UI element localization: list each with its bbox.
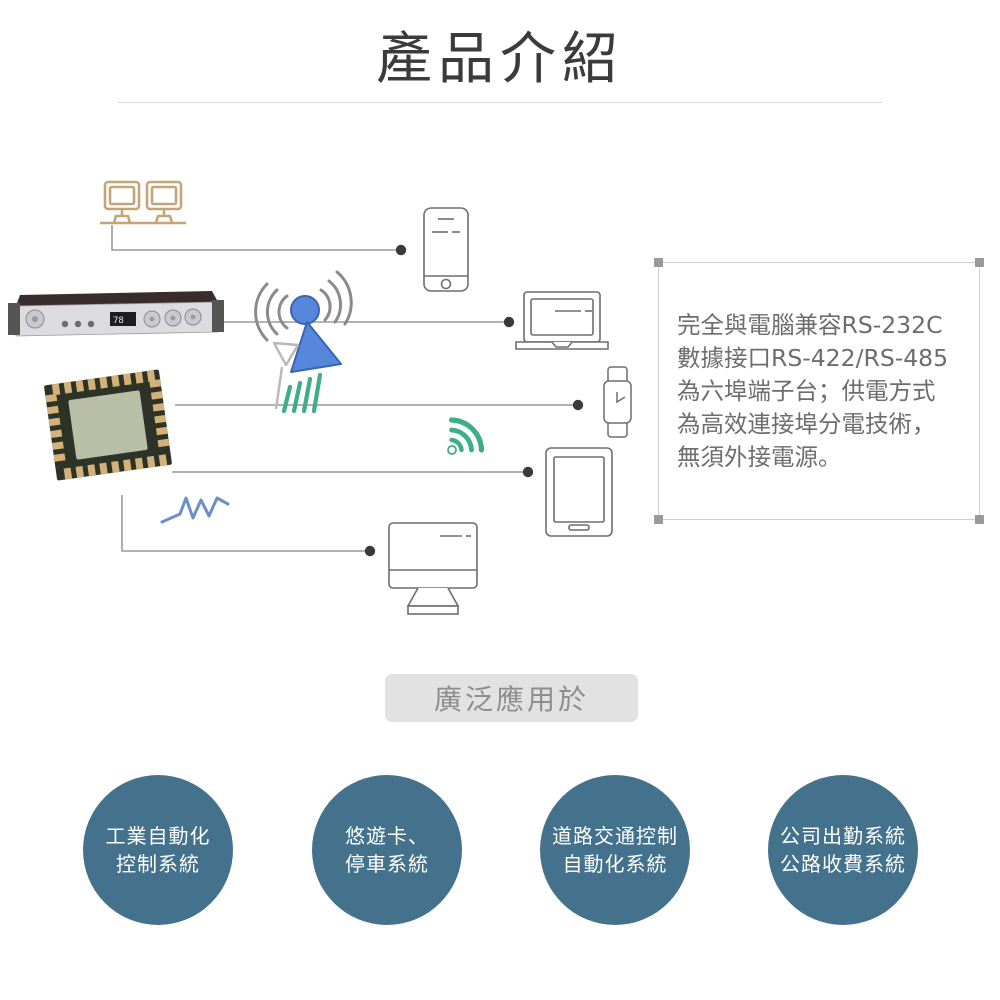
resize-handle-top-left[interactable] [654,258,663,267]
application-circle-2-line2: 停車系統 [345,852,429,876]
ic-chip-icon [44,369,172,481]
rack-button-3 [87,320,95,328]
application-circle-2-line1: 悠遊卡、 [345,824,429,848]
connector-to-monitor [121,495,370,552]
tablet-icon [545,447,613,537]
application-circle-4-line2: 公路收費系統 [780,852,906,876]
application-circle-2[interactable]: 悠遊卡、 停車系統 [312,775,462,925]
laptop-icon [515,291,609,350]
description-panel: 完全與電腦兼容RS-232C 數據接口RS-422/RS-485 為六埠端子台；… [654,258,984,524]
tower-waves-right [319,270,353,326]
rack-ear-right [212,300,224,332]
application-circle-1-line2: 控制系統 [116,852,200,876]
rack-button-2 [74,320,82,328]
connector-to-phone [111,225,396,251]
endpoint-dot-watch [572,399,584,411]
smartwatch-icon [603,366,632,438]
rack-device-icon: 78 [8,291,224,337]
chip-pads [45,370,170,480]
application-circle-3-line2: 自動化系統 [562,852,668,876]
endpoint-dot-phone [395,244,407,256]
application-circles: 工業自動化 控制系統 悠遊卡、 停車系統 道路交通控制 自動化系統 公司出勤系統… [0,775,1000,935]
application-circle-4[interactable]: 公司出勤系統 公路收費系統 [768,775,918,925]
resize-handle-bottom-left[interactable] [654,515,663,524]
connector-endpoints [364,244,584,557]
application-circle-1-line1: 工業自動化 [105,824,211,848]
wifi-dot [447,445,457,455]
signal-bars [281,372,323,414]
applications-heading-pill: 廣泛應用於 [385,674,638,722]
rack-button-1 [61,320,69,328]
zigzag-wave-icon [160,496,230,524]
antenna-mast [272,341,300,410]
application-circle-1[interactable]: 工業自動化 控制系統 [83,775,233,925]
rack-display [110,312,136,326]
wifi-icon [447,417,485,455]
radio-tower-icon [254,270,353,373]
network-computers-icon [100,180,186,225]
tower-waves-left [254,282,289,342]
desktop-monitor-icon [388,522,478,615]
endpoint-dot-tablet [522,466,534,478]
application-circle-4-line1: 公司出勤系統 [780,824,906,848]
application-circle-3[interactable]: 道路交通控制 自動化系統 [540,775,690,925]
endpoint-dot-laptop [503,316,515,328]
resize-handle-bottom-right[interactable] [975,515,984,524]
page-title: 產品介紹 [376,27,624,92]
rack-top-panel [16,291,218,306]
product-description-text: 完全與電腦兼容RS-232C 數據接口RS-422/RS-485 為六埠端子台；… [677,311,949,471]
connector-lines [111,225,578,552]
application-circle-3-line1: 道路交通控制 [552,824,678,848]
chip-die [68,390,148,460]
endpoint-dot-monitor [364,545,376,557]
page-title-band: 產品介紹 [118,18,882,103]
smartphone-icon [423,207,469,292]
connectivity-diagram: 78 [0,150,660,630]
tower-beam [290,321,342,373]
resize-handle-top-right[interactable] [975,258,984,267]
tower-head [290,295,320,325]
applications-heading-label: 廣泛應用於 [433,683,589,716]
antenna-signal-icon [272,341,323,414]
rack-ear-left [8,303,20,335]
svg-text:78: 78 [113,316,124,326]
